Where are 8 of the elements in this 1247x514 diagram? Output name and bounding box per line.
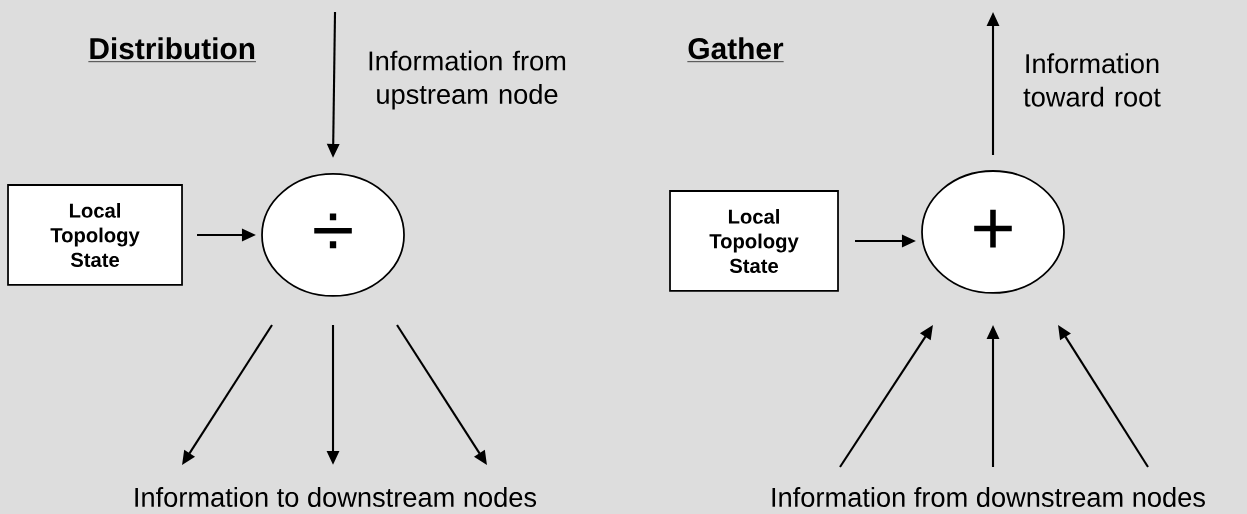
process-box: Local Topology State xyxy=(669,190,839,292)
process-box: Local Topology State xyxy=(7,184,183,286)
edge-label: Information toward root xyxy=(1010,51,1174,109)
section-heading: Distribution xyxy=(88,37,257,62)
caption-text: Information from downstream nodes xyxy=(772,487,1205,507)
section-heading: Gather xyxy=(687,37,784,62)
caption-text: Information to downstream nodes xyxy=(135,487,537,507)
edge-label: Information from upstream node xyxy=(347,48,587,112)
